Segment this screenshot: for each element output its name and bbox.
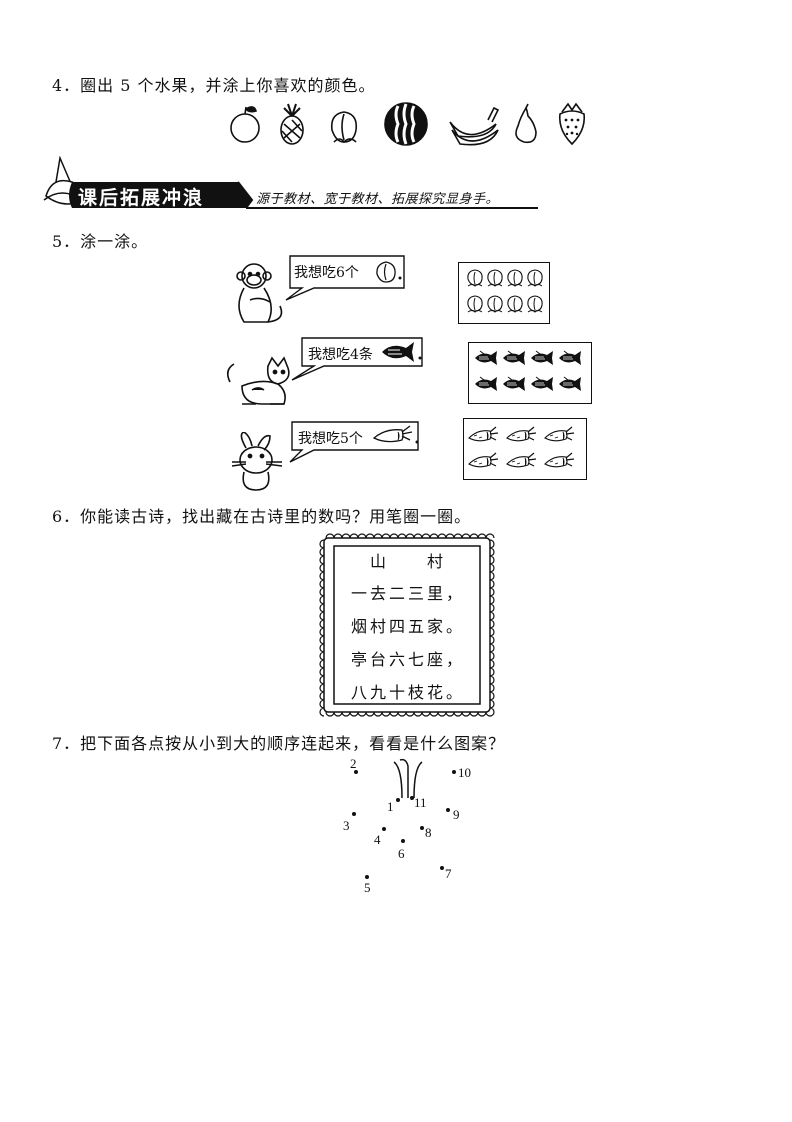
watermelon-icon <box>384 102 428 146</box>
pear-icon <box>515 103 537 144</box>
peach-grid <box>467 269 543 313</box>
poem-line-3: 亭台六七座， <box>350 650 465 669</box>
dot-label-8: 8 <box>425 825 432 840</box>
dot-label-6: 6 <box>398 846 405 861</box>
section-banner: 课后拓展冲浪 源于教材、宽于教材、拓展探究显身手。 <box>42 156 562 216</box>
bubble-3-period <box>415 440 419 444</box>
question-5-text: 5．涂一涂。 <box>52 232 149 251</box>
bubble-3-label: 我想吃5个 <box>298 431 363 447</box>
poem-body: 山 村 一去二三里， 烟村四五家。 亭台六七座， 八九十枝花。 <box>336 548 480 703</box>
fruit-row <box>230 102 586 146</box>
dot-11[interactable] <box>410 796 414 800</box>
dot-label-9: 9 <box>453 807 460 822</box>
poem-line-2: 烟村四五家。 <box>350 617 465 636</box>
dot-label-2: 2 <box>350 756 357 771</box>
antenna-lines <box>393 758 423 799</box>
poem-title: 山 村 <box>369 552 446 571</box>
bubble-1-text: 我想吃6个 <box>294 262 359 282</box>
banner-title: 课后拓展冲浪 <box>78 187 205 209</box>
dot-label-10: 10 <box>458 765 471 780</box>
dot-puzzle: 2 10 1 11 9 3 4 8 6 7 5 <box>330 752 500 902</box>
peach-box <box>458 262 550 324</box>
bubble-2-label: 我想吃4条 <box>308 347 373 363</box>
question-7-text: 7．把下面各点按从小到大的顺序连起来，看看是什么图案？ <box>52 734 506 753</box>
fish-grid <box>474 350 582 392</box>
peach-icon <box>330 111 358 144</box>
dot-label-7: 7 <box>445 866 452 881</box>
bubble-3-text: 我想吃5个 <box>298 428 363 448</box>
apple-icon <box>230 106 260 143</box>
rabbit-icon <box>231 432 283 491</box>
pineapple-icon <box>280 103 304 145</box>
carrot-box <box>463 418 587 480</box>
dot-label-3: 3 <box>343 818 350 833</box>
carrot-icon <box>372 425 419 444</box>
poem-frame <box>319 533 495 717</box>
dot-5[interactable] <box>365 875 369 879</box>
carrot-grid <box>468 426 575 468</box>
banana-icon <box>449 106 500 146</box>
bubble-2-text: 我想吃4条 <box>308 344 373 364</box>
dot-4[interactable] <box>382 827 386 831</box>
poem-line-4: 八九十枝花。 <box>350 683 465 702</box>
poem-line-1: 一去二三里， <box>350 584 465 603</box>
scallop-border <box>319 533 495 717</box>
dot-3[interactable] <box>352 812 356 816</box>
dot-label-4: 4 <box>374 832 381 847</box>
bubble-2-period <box>418 356 422 360</box>
peach-icon <box>376 261 402 283</box>
dot-label-1: 1 <box>387 799 394 814</box>
dot-6[interactable] <box>401 839 405 843</box>
dot-8[interactable] <box>420 826 424 830</box>
banner-graphic <box>43 156 538 209</box>
strawberry-icon <box>558 102 586 146</box>
dot-10[interactable] <box>452 770 456 774</box>
monkey-icon <box>236 263 283 323</box>
bubble-1-label: 我想吃6个 <box>294 265 359 281</box>
dot-label-5: 5 <box>364 880 371 895</box>
dot-1[interactable] <box>396 798 400 802</box>
question-4-text: 4．圈出 5 个水果，并涂上你喜欢的颜色。 <box>52 76 376 95</box>
dot-7[interactable] <box>440 866 444 870</box>
dot-2[interactable] <box>354 770 358 774</box>
banner-subtitle: 源于教材、宽于教材、拓展探究显身手。 <box>256 192 500 207</box>
fish-box <box>468 342 592 404</box>
fish-icon <box>382 342 422 362</box>
speech-bubble-1 <box>285 255 405 301</box>
bubble-1-period <box>398 276 402 280</box>
dot-label-11: 11 <box>414 795 427 810</box>
cat-icon <box>226 356 290 405</box>
speech-bubble-3 <box>289 421 419 463</box>
dot-9[interactable] <box>446 808 450 812</box>
question-6-text: 6．你能读古诗，找出藏在古诗里的数吗？用笔圈一圈。 <box>52 507 472 526</box>
